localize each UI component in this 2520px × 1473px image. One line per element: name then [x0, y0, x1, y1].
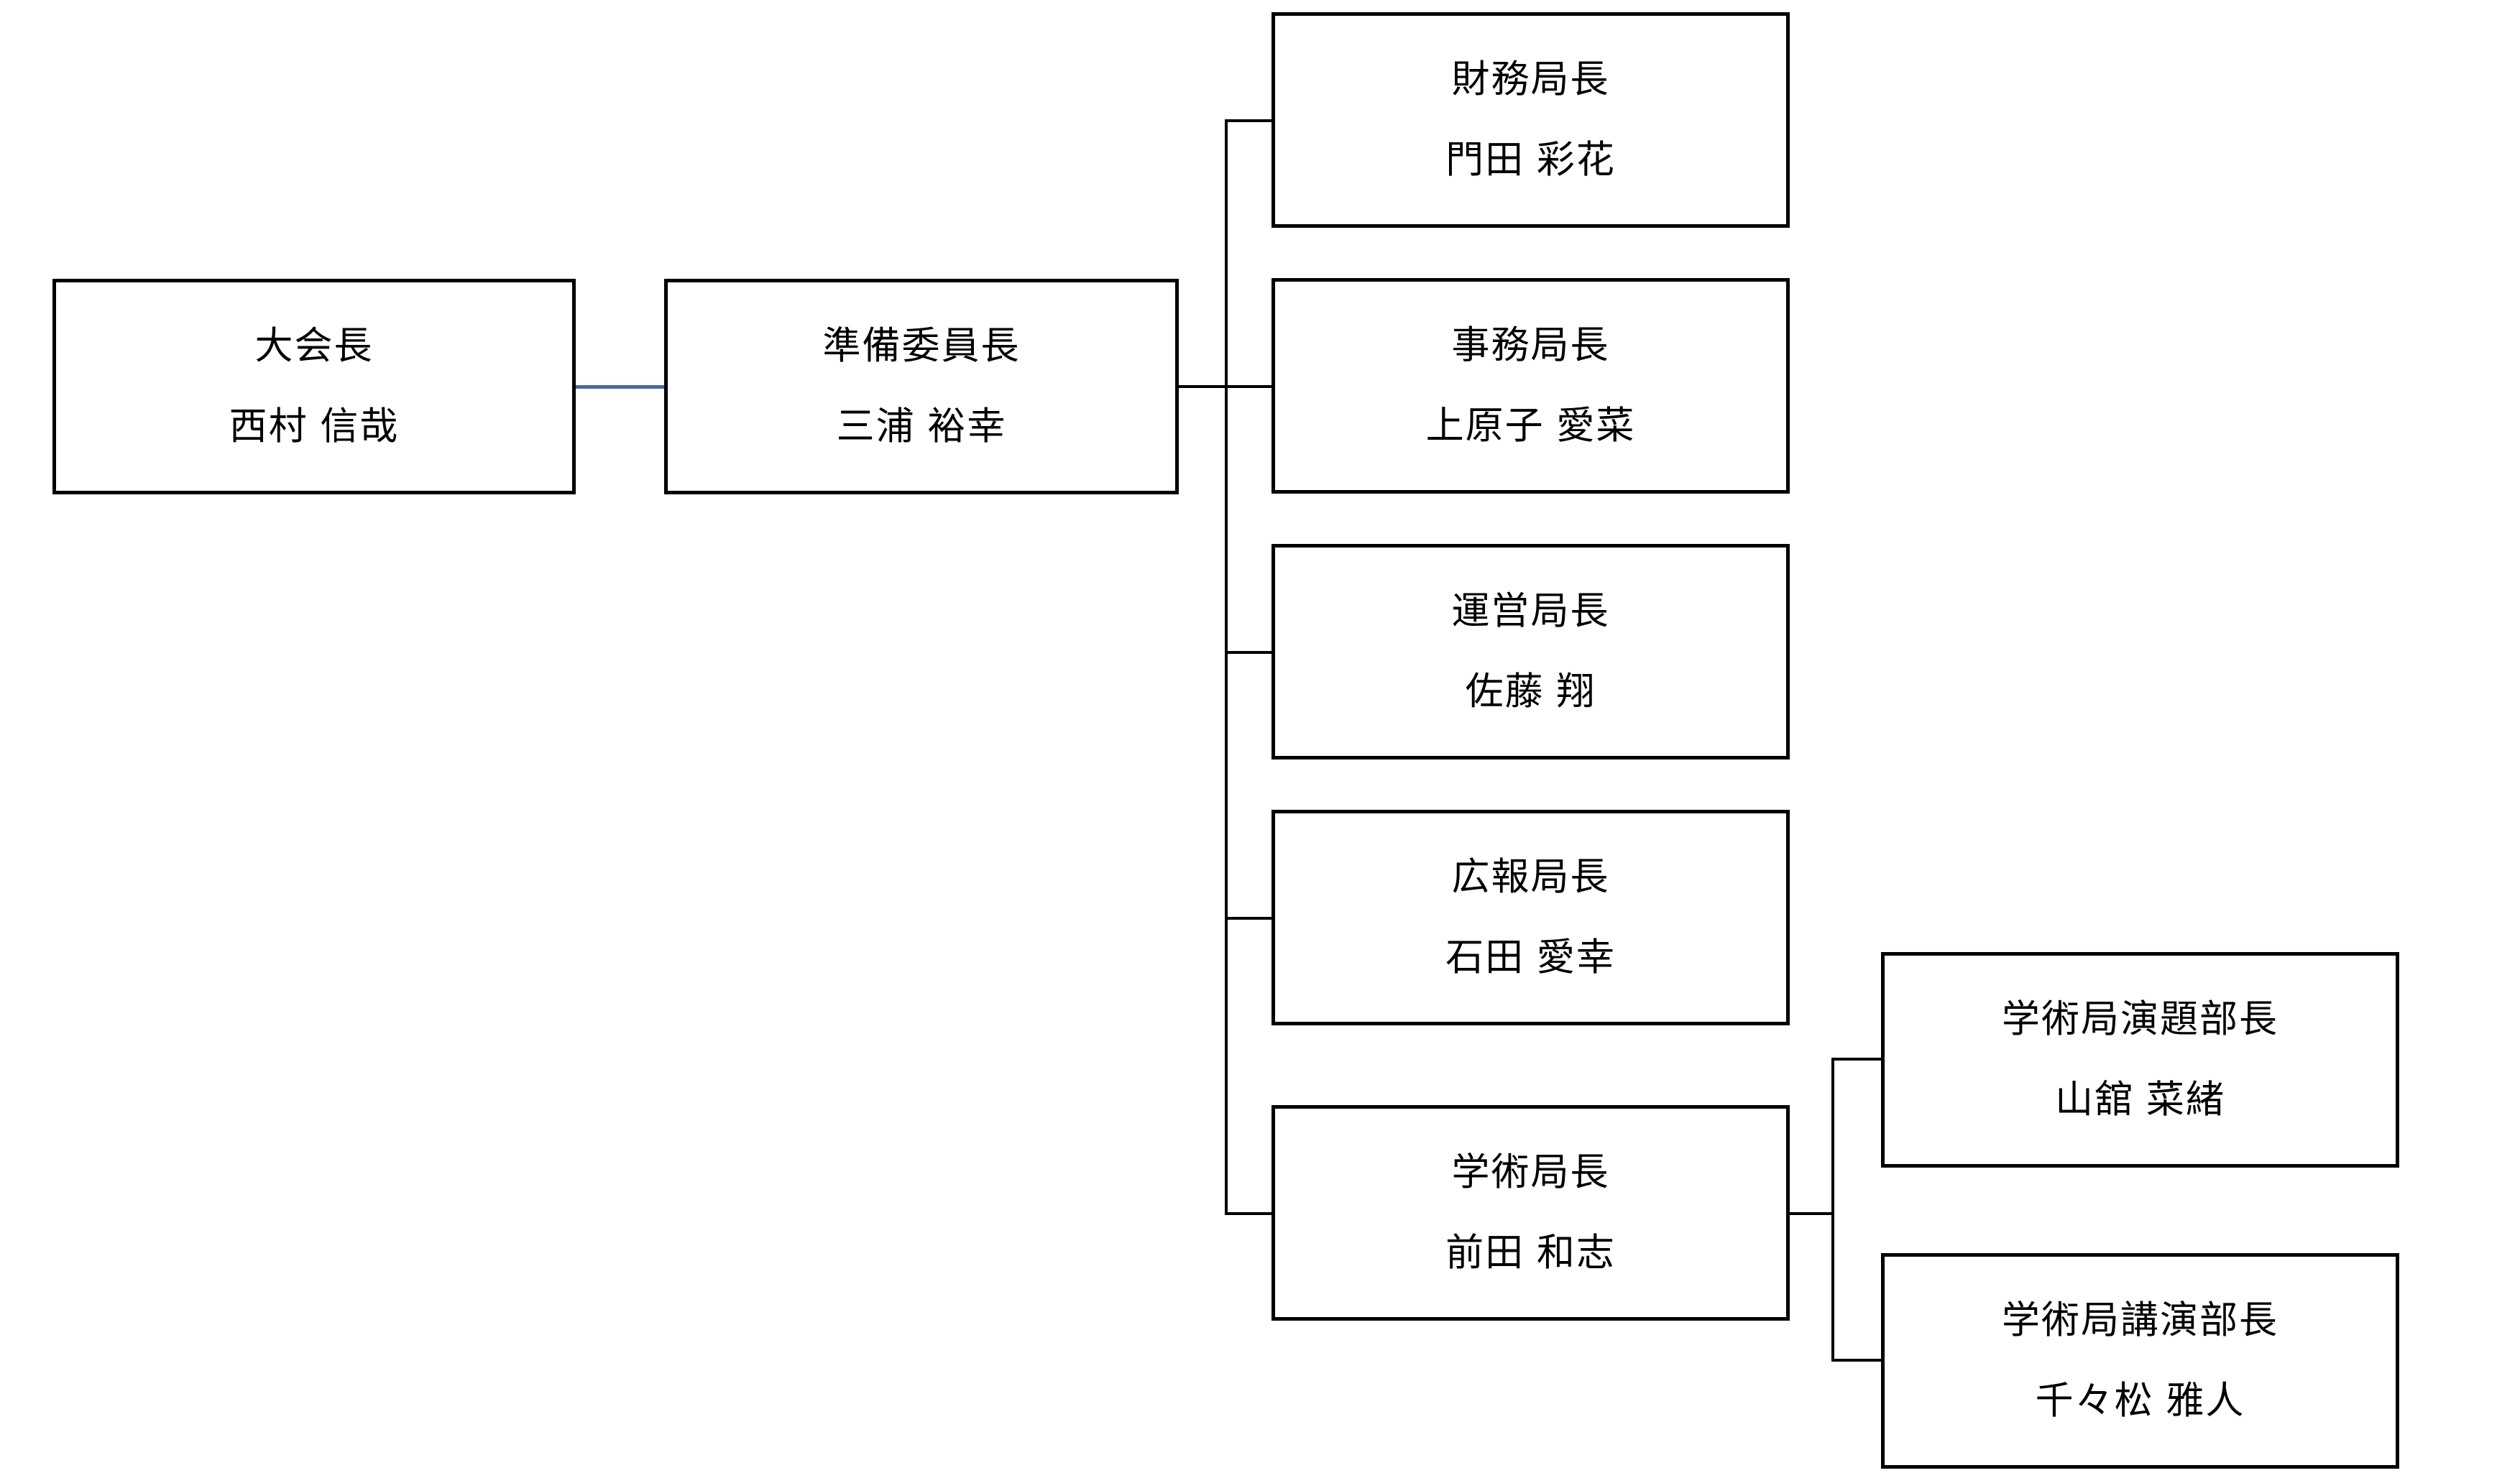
node-finance[interactable]: 財務局長 門田 彩花 [1272, 12, 1790, 228]
node-chairman-title: 大会長 [254, 325, 374, 368]
node-operations-title: 運営局長 [1451, 590, 1610, 633]
node-academic[interactable]: 学術局長 前田 和志 [1272, 1105, 1790, 1321]
connector-stub-academic-abstracts [1831, 1058, 1883, 1061]
node-finance-title: 財務局長 [1451, 58, 1610, 101]
node-secretariat[interactable]: 事務局長 上原子 愛菜 [1272, 278, 1790, 494]
node-chairman[interactable]: 大会長 西村 信哉 [52, 279, 576, 494]
node-academic-person: 前田 和志 [1445, 1232, 1616, 1274]
connector-stub-academic-lectures [1831, 1359, 1883, 1362]
connector-right-trunk [1831, 1058, 1834, 1362]
node-preparatory-chair-person: 三浦 裕幸 [836, 405, 1007, 448]
connector-preparatory-chair-leader [1179, 385, 1228, 388]
connector-stub-academic [1225, 1212, 1274, 1215]
node-academic-title: 学術局長 [1451, 1151, 1610, 1194]
connector-chairman-to-preparatory-chair [575, 385, 666, 389]
connector-stub-operations [1225, 651, 1274, 654]
node-academic-lectures-person: 千々松 雅人 [2035, 1380, 2245, 1422]
node-preparatory-chair-title: 準備委員長 [822, 325, 1021, 368]
connector-middle-trunk [1225, 120, 1228, 1214]
node-academic-lectures[interactable]: 学術局講演部長 千々松 雅人 [1881, 1253, 2399, 1469]
node-secretariat-person: 上原子 愛菜 [1425, 405, 1636, 447]
node-finance-person: 門田 彩花 [1445, 139, 1616, 181]
node-secretariat-title: 事務局長 [1451, 324, 1610, 367]
node-operations[interactable]: 運営局長 佐藤 翔 [1272, 544, 1790, 759]
node-academic-abstracts[interactable]: 学術局演題部長 山舘 菜緒 [1881, 952, 2399, 1168]
node-preparatory-chair[interactable]: 準備委員長 三浦 裕幸 [664, 279, 1179, 494]
node-publicity-person: 石田 愛幸 [1445, 936, 1616, 979]
connector-stub-finance [1225, 119, 1274, 122]
node-academic-abstracts-person: 山舘 菜緒 [2055, 1079, 2225, 1121]
node-academic-lectures-title: 学術局講演部長 [2002, 1299, 2278, 1342]
connector-academic-leader [1788, 1212, 1834, 1215]
connector-stub-publicity [1225, 917, 1274, 920]
node-academic-abstracts-title: 学術局演題部長 [2002, 998, 2278, 1041]
node-operations-person: 佐藤 翔 [1465, 670, 1596, 713]
node-publicity[interactable]: 広報局長 石田 愛幸 [1272, 810, 1790, 1025]
node-chairman-person: 西村 信哉 [229, 405, 400, 448]
connector-stub-secretariat [1225, 385, 1274, 388]
node-publicity-title: 広報局長 [1451, 856, 1610, 899]
